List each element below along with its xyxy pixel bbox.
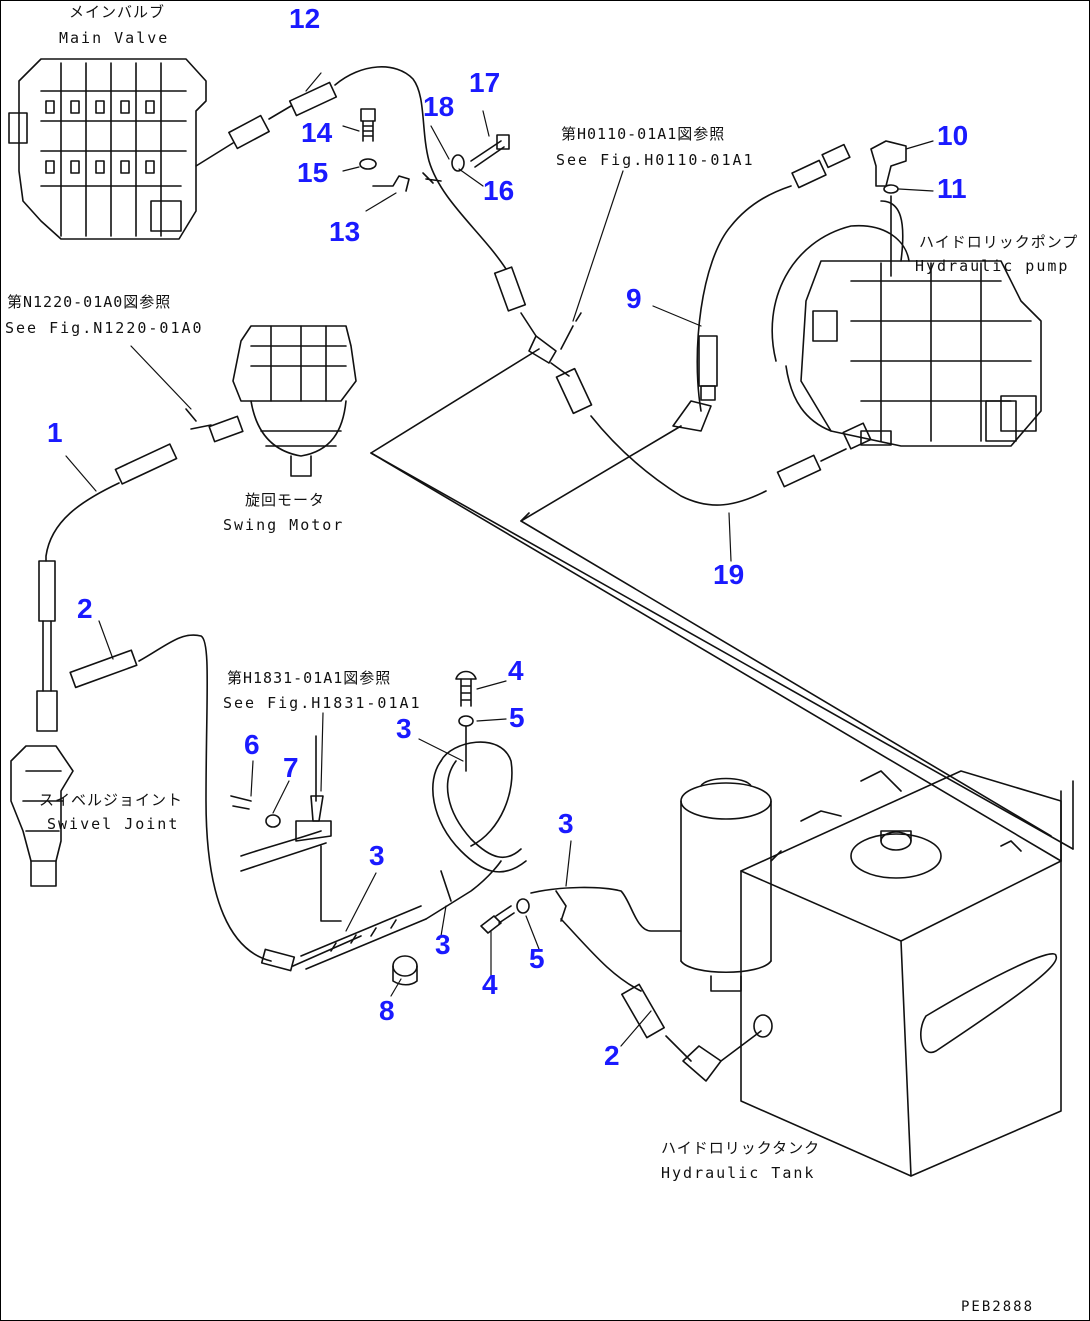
ref-n1220-jp: 第N1220-01A0図参照: [7, 293, 172, 311]
callout-1: 1: [47, 417, 63, 448]
callout-17: 17: [469, 67, 501, 98]
swivel-joint-part: [10, 745, 74, 887]
swivel-joint-label-jp: スイベルジョイント: [39, 791, 184, 809]
hose-2-lower: [530, 886, 773, 1082]
leader-lines: [65, 72, 934, 1047]
callout-3-c: 3: [369, 840, 385, 871]
main-valve-part: [8, 58, 207, 240]
callout-3-b: 3: [558, 808, 574, 839]
callout-15: 15: [297, 157, 329, 188]
swing-motor-label-en: Swing Motor: [223, 516, 345, 534]
hoses-3: [300, 741, 527, 986]
hydraulic-tank-part: [740, 770, 1062, 1177]
hydraulic-pump-label-en: Hydraulic pump: [915, 257, 1070, 275]
filter-part: [680, 777, 772, 992]
hydraulic-tank-label-jp: ハイドロリックタンク: [661, 1139, 821, 1157]
long-pipe: [370, 348, 1074, 862]
callout-9: 9: [626, 283, 642, 314]
callout-4-upper: 4: [508, 655, 524, 686]
swing-motor-label-jp: 旋回モータ: [245, 491, 326, 509]
callout-8: 8: [379, 995, 395, 1026]
bolt-4-upper: [455, 670, 477, 772]
drawing-code: PEB2888: [961, 1299, 1035, 1315]
callout-7: 7: [283, 752, 299, 783]
elbow-10: [870, 140, 907, 277]
callout-3-d: 3: [435, 929, 451, 960]
bolt-4-lower: [480, 898, 530, 934]
clamp-group: [359, 108, 510, 192]
hydraulic-pump-label-jp: ハイドロリックポンプ: [919, 233, 1079, 251]
callout-5-lower: 5: [529, 943, 545, 974]
ref-n1220-en: See Fig.N1220-01A0: [5, 319, 204, 337]
callout-2-lower: 2: [604, 1040, 620, 1071]
callout-11: 11: [937, 173, 967, 204]
ref-h1831-en: See Fig.H1831-01A1: [223, 694, 422, 712]
callout-3-a: 3: [396, 713, 412, 744]
main-valve-label-jp: メインバルブ: [69, 3, 166, 21]
hose-9: [672, 143, 851, 432]
swing-motor-part: [185, 325, 357, 477]
tee-fitting: [528, 312, 872, 506]
ref-h1831-jp: 第H1831-01A1図参照: [227, 669, 392, 687]
callout-14: 14: [301, 117, 333, 148]
callout-19: 19: [713, 559, 745, 590]
ref-h0110-en: See Fig.H0110-01A1: [556, 151, 755, 169]
callout-4-lower: 4: [482, 969, 498, 1000]
hose-1: [36, 443, 178, 732]
clip-group: [230, 735, 342, 922]
swivel-joint-label-en: Swivel Joint: [47, 815, 180, 833]
hose-12: [195, 66, 537, 337]
callout-2-upper: 2: [77, 593, 93, 624]
callout-13: 13: [329, 216, 361, 247]
callout-16: 16: [483, 175, 515, 206]
hose-2: [69, 634, 362, 972]
callout-12: 12: [289, 3, 321, 34]
hydraulic-pump-part: [771, 200, 1042, 447]
ref-h0110-jp: 第H0110-01A1図参照: [561, 125, 726, 143]
hydraulic-tank-label-en: Hydraulic Tank: [661, 1164, 816, 1182]
main-valve-label-en: Main Valve: [59, 29, 170, 47]
callout-5-upper: 5: [509, 702, 525, 733]
callout-18: 18: [423, 91, 455, 122]
callout-6: 6: [244, 729, 260, 760]
callout-10: 10: [937, 120, 969, 151]
